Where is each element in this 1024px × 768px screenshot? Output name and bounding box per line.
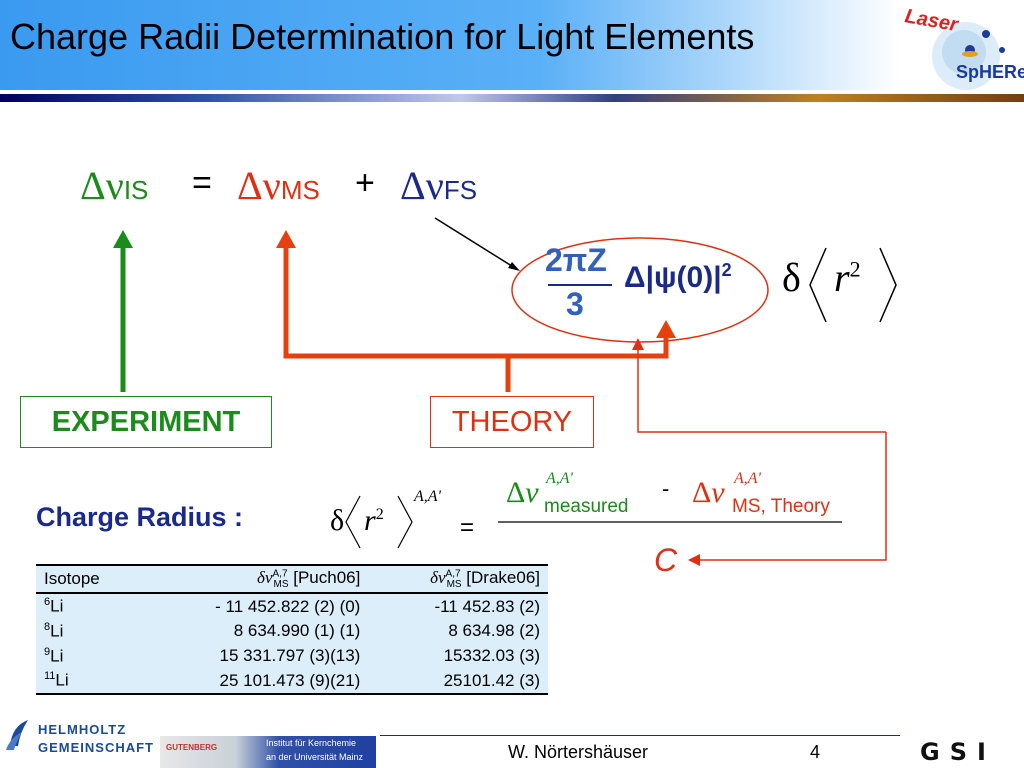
puch-cell: 25 101.473 (9)(21) xyxy=(219,670,361,690)
title-bar xyxy=(0,0,900,90)
gsi-logo: GSI xyxy=(920,738,996,766)
psi-term: Δ|ψ(0)|2 xyxy=(624,260,732,294)
charge-radius-label: Charge Radius : xyxy=(36,502,244,532)
puch-cell: 8 634.990 (1) (1) xyxy=(233,621,361,641)
cr-delta: δ xyxy=(330,504,345,537)
table-row: 8Li 8 634.990 (1) (1) 8 634.98 (2) xyxy=(36,619,548,644)
institut-line1: Institut für Kernchemie xyxy=(266,738,357,748)
puch-cell: - 11 452.822 (2) (0) xyxy=(215,596,361,616)
laser-sphere-logo: Laser SpHERe xyxy=(898,0,1024,92)
svg-text:SpHERe: SpHERe xyxy=(956,62,1024,82)
drake-cell: 25101.42 (3) xyxy=(443,670,540,690)
theory-sup: A,A' xyxy=(734,470,761,487)
delta-nu-is: ΔνIS xyxy=(80,163,149,208)
delta-r2-term: δ xyxy=(782,255,801,300)
page-number: 4 xyxy=(810,742,821,762)
drake-cell: 15332.03 (3) xyxy=(443,646,540,666)
theory-label: THEORY xyxy=(430,396,594,448)
mainz-banner xyxy=(160,736,376,768)
frac-denominator: 3 xyxy=(566,286,584,322)
measured-term: Δν xyxy=(506,476,539,509)
drake-cell: 8 634.98 (2) xyxy=(448,621,540,641)
isotope-cell: 8Li xyxy=(44,621,64,641)
delta-nu-fs: ΔνFS xyxy=(400,163,478,208)
measured-sub: measured xyxy=(544,496,629,517)
institut-line2: an der Universität Mainz xyxy=(266,752,364,762)
r-symbol: r2 xyxy=(834,255,861,300)
slide-title: Charge Radii Determination for Light Ele… xyxy=(10,16,755,57)
drake-cell: -11 452.83 (2) xyxy=(434,596,540,616)
plus-sign: + xyxy=(355,164,375,202)
header-isotope: Isotope xyxy=(44,569,100,589)
header-puch: δνA,7MS [Puch06] xyxy=(257,568,361,591)
cr-superscript: A,A' xyxy=(414,488,441,505)
experiment-label: EXPERIMENT xyxy=(20,396,272,448)
cr-equals: = xyxy=(460,514,475,541)
table-row: 6Li - 11 452.822 (2) (0) -11 452.83 (2) xyxy=(36,593,548,620)
constant-c: C xyxy=(654,542,678,578)
footer-rule xyxy=(380,735,900,736)
footer-author: W. Nörtershäuser xyxy=(508,742,649,762)
isotope-cell: 6Li xyxy=(44,596,64,617)
helmholtz-line2: GEMEINSCHAFT xyxy=(38,740,154,755)
equals-sign: = xyxy=(192,164,212,202)
header-drake: δνA,7MS [Drake06] xyxy=(430,568,540,591)
theory-term: Δν xyxy=(692,476,725,509)
cr-r2: r2 xyxy=(364,504,384,537)
header-stripe xyxy=(0,94,1024,102)
helmholtz-line1: HELMHOLTZ xyxy=(38,722,127,737)
helmholtz-icon xyxy=(4,716,34,752)
measured-sup: A,A' xyxy=(546,470,573,487)
minus-sign: - xyxy=(662,476,670,501)
table-header-row: Isotope δνA,7MS [Puch06] δνA,7MS [Drake0… xyxy=(36,565,548,594)
puch-cell: 15 331.797 (3)(13) xyxy=(219,646,361,666)
frac-numerator: 2πZ xyxy=(545,242,607,278)
delta-nu-ms: ΔνMS xyxy=(237,163,320,208)
theory-sub: MS, Theory xyxy=(732,496,830,517)
isotope-table: Isotope δνA,7MS [Puch06] δνA,7MS [Drake0… xyxy=(36,564,548,695)
table-row: 9Li 15 331.797 (3)(13) 15332.03 (3) xyxy=(36,643,548,669)
gutenberg-logo: GUTENBERG xyxy=(166,743,218,752)
isotope-cell: 11Li xyxy=(44,670,69,691)
isotope-cell: 9Li xyxy=(44,645,64,666)
table-row: 11Li 25 101.473 (9)(21) 25101.42 (3) xyxy=(36,668,548,695)
